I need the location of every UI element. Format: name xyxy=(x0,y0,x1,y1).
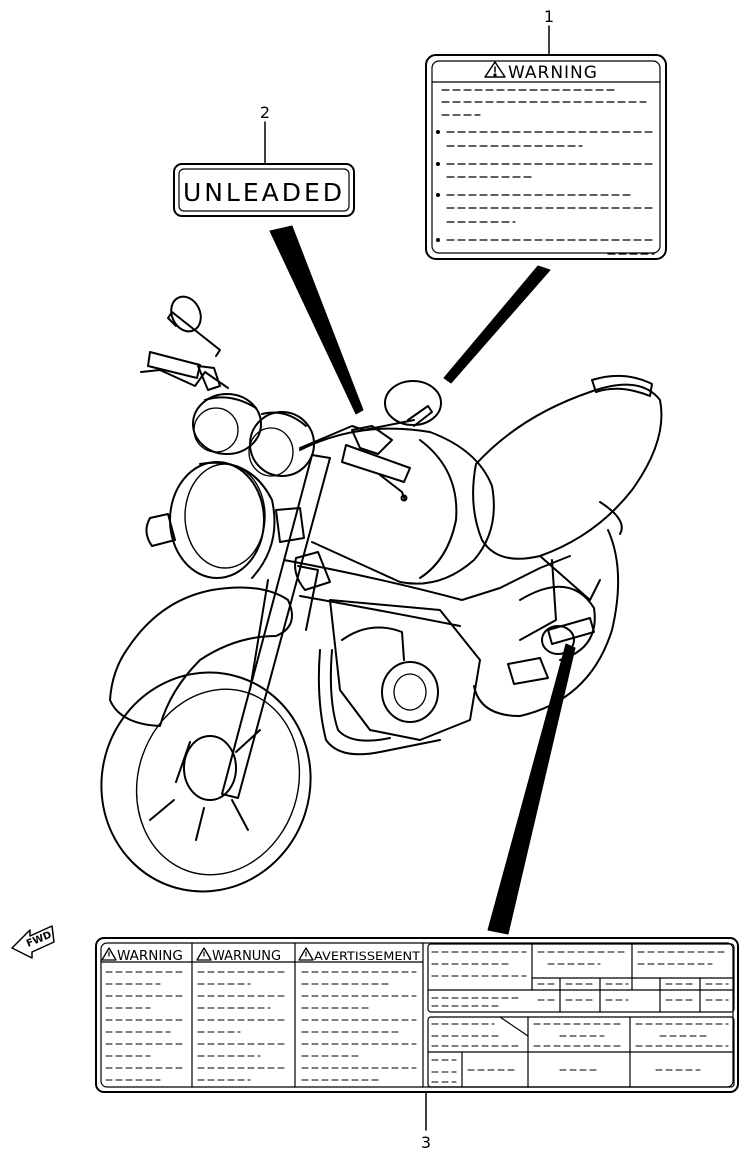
unleaded-label-text: UNLEADED xyxy=(183,178,345,207)
warning-label-inner xyxy=(431,60,661,254)
motorcycle-illustration xyxy=(100,295,663,893)
left-grip xyxy=(147,351,201,379)
fuel-tank xyxy=(299,427,495,585)
info-table-upper-text xyxy=(431,951,729,1007)
front-fender xyxy=(109,586,293,727)
unleaded-label-outer xyxy=(173,163,355,217)
warning-triangle-icon xyxy=(484,61,506,78)
warning-triangle-icon xyxy=(298,947,314,961)
left-fork-tube xyxy=(221,454,331,799)
right-grip xyxy=(341,444,411,483)
seat xyxy=(472,383,663,560)
engine xyxy=(329,599,481,741)
pointer-wedge-3 xyxy=(487,643,576,935)
unleaded-label-inner xyxy=(178,168,350,212)
warning-label-top: WARNING xyxy=(425,54,667,260)
info-table-upper xyxy=(427,943,735,1013)
caution-label-inner xyxy=(100,942,734,1088)
label-warning-german: WARNUNG xyxy=(212,949,281,964)
filler-cap-area xyxy=(351,425,393,455)
speedometer xyxy=(192,393,262,455)
caution-label-outer xyxy=(95,937,739,1093)
front-hub xyxy=(183,735,237,801)
warning-label-text-lines xyxy=(441,89,655,255)
label-warning-french: AVERTISSEMENT xyxy=(314,949,421,963)
fwd-arrow-icon: FWD xyxy=(11,925,55,959)
engine-cover xyxy=(381,661,439,723)
info-table-lower-text xyxy=(431,1023,729,1083)
exhaust-pipe xyxy=(317,649,441,756)
right-mirror xyxy=(384,380,442,426)
callout-number-2: 2 xyxy=(260,103,270,122)
pointer-wedge-1 xyxy=(443,265,551,384)
unleaded-label: UNLEADED xyxy=(173,163,355,217)
callout-number-3: 3 xyxy=(421,1133,431,1152)
headlight xyxy=(169,461,265,579)
front-tire xyxy=(100,671,312,893)
front-rim xyxy=(135,688,301,876)
rear-wheel xyxy=(473,529,620,717)
left-turn-signal xyxy=(145,513,176,547)
warning-label-bullets xyxy=(436,130,440,242)
info-table-lower xyxy=(427,1016,735,1088)
frame-label-location xyxy=(547,617,595,645)
pointer-wedge-2 xyxy=(269,225,364,415)
warning-label-title: WARNING xyxy=(508,63,598,83)
tachometer xyxy=(249,411,315,477)
warning-triangle-icon xyxy=(196,947,212,961)
callout-number-1: 1 xyxy=(544,7,554,26)
warning-columns-text-lines xyxy=(105,971,417,1081)
caution-label-bottom: WARNING WARNUNG AVERTISSEMENT xyxy=(95,937,739,1093)
warning-triangle-icon xyxy=(101,947,117,961)
warning-label-outer xyxy=(425,54,667,260)
label-warning-english: WARNING xyxy=(117,948,183,964)
